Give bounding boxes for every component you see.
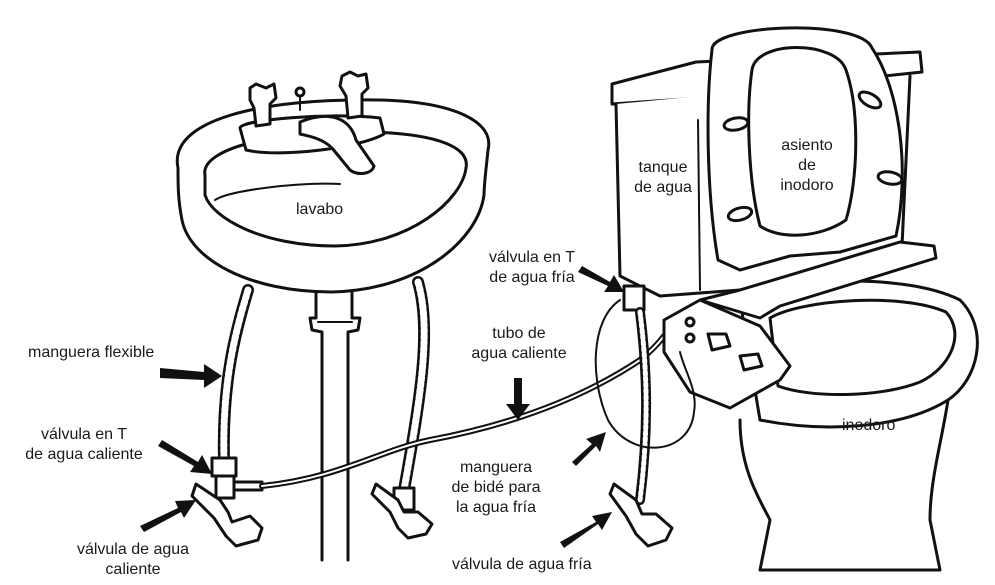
- label-tubo-line-1: tubo de: [492, 325, 546, 342]
- label-lavabo: lavabo: [296, 201, 344, 218]
- label-asiento-line-2: de: [798, 157, 816, 174]
- label-inodoro: inodoro: [842, 417, 896, 434]
- label-manguera-bide-line-1: manguera: [459, 459, 533, 476]
- flexible-hose-right: [370, 276, 434, 540]
- label-valvula-t-caliente: válvula en T de agua caliente: [8, 425, 160, 465]
- label-valvula-agua-caliente-line-1: válvula de agua: [76, 541, 190, 558]
- flexible-hose-left: [190, 284, 264, 548]
- label-valvula-t-caliente-line-2: de agua caliente: [25, 446, 143, 463]
- label-manguera-flexible: manguera flexible: [28, 344, 155, 361]
- arrows: [140, 266, 624, 548]
- label-tubo-line-2: agua caliente: [471, 345, 567, 362]
- label-valvula-t-fria: válvula en T de agua fría: [476, 248, 588, 288]
- label-manguera-bide-line-3: la agua fría: [455, 499, 537, 516]
- label-valvula-t-fria-line-1: válvula en T: [489, 249, 575, 266]
- label-tanque-de-agua: tanque de agua: [622, 158, 704, 198]
- label-tubo-agua-caliente: tubo de agua caliente: [456, 324, 582, 364]
- label-valvula-agua-caliente-line-2: caliente: [105, 561, 161, 578]
- label-valvula-t-fria-line-2: de agua fría: [489, 269, 575, 286]
- label-asiento-de-inodoro: asiento de inodoro: [762, 136, 852, 196]
- label-tanque-line-2: de agua: [634, 179, 692, 196]
- label-asiento-line-3: inodoro: [780, 177, 834, 194]
- label-tanque-line-1: tanque: [638, 159, 688, 176]
- label-valvula-agua-caliente: válvula de agua caliente: [58, 540, 208, 580]
- label-valvula-t-caliente-line-1: válvula en T: [41, 426, 127, 443]
- label-valvula-agua-fria: válvula de agua fría: [452, 556, 592, 573]
- sink-drawing: [175, 70, 491, 562]
- toilet-drawing: [594, 26, 979, 572]
- label-manguera-bide: manguera de bidé para la agua fría: [430, 458, 562, 518]
- label-manguera-bide-line-2: de bidé para: [451, 479, 541, 496]
- label-asiento-line-1: asiento: [781, 137, 833, 154]
